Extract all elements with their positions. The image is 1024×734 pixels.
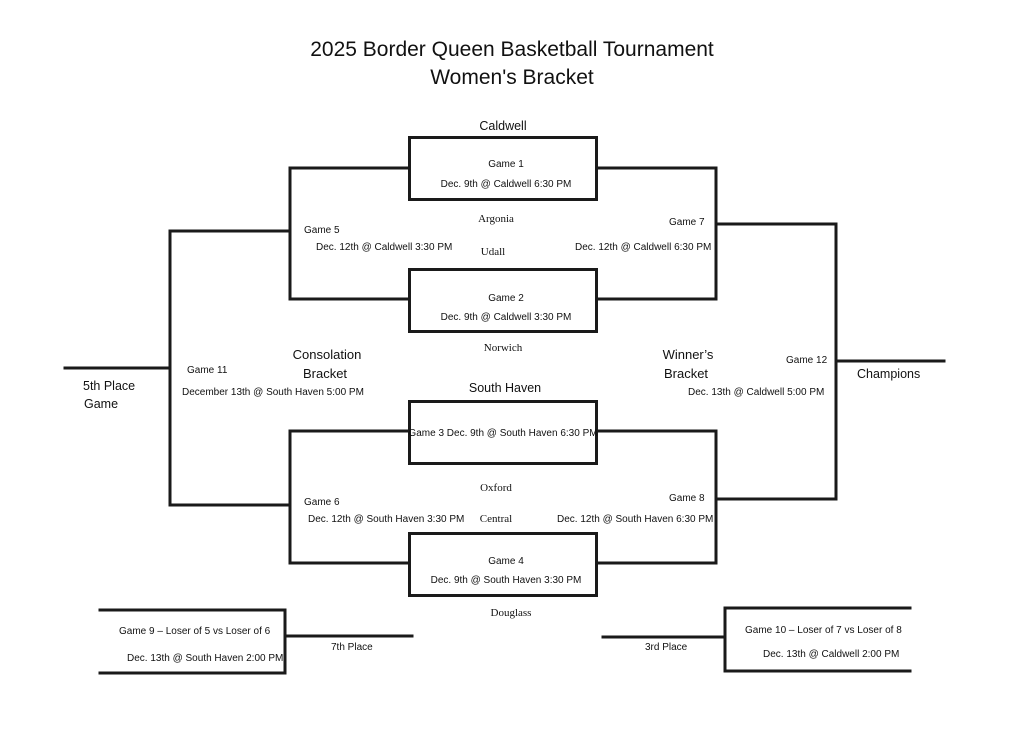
- game2-detail: Dec. 9th @ Caldwell 3:30 PM: [440, 312, 572, 323]
- game4-box: Game 4 Dec. 9th @ South Haven 3:30 PM: [408, 532, 598, 597]
- winners-label-line2: Bracket: [663, 366, 709, 381]
- game1-detail: Dec. 9th @ Caldwell 6:30 PM: [440, 179, 572, 190]
- game12-detail: Dec. 13th @ Caldwell 5:00 PM: [688, 387, 825, 398]
- game7-label: Game 7: [669, 217, 705, 228]
- team-caldwell: Caldwell: [479, 119, 527, 133]
- game10-label: Game 10 – Loser of 7 vs Loser of 8: [745, 625, 902, 636]
- game2-label: Game 2: [488, 293, 524, 304]
- team-south-haven: South Haven: [468, 381, 542, 395]
- game11-detail: December 13th @ South Haven 5:00 PM: [182, 387, 364, 398]
- game3-box: Game 3 Dec. 9th @ South Haven 6:30 PM: [408, 400, 598, 465]
- team-oxford: Oxford: [480, 482, 512, 494]
- game4-detail: Dec. 9th @ South Haven 3:30 PM: [430, 575, 582, 586]
- game5-label: Game 5: [304, 225, 340, 236]
- connector-game1-left: [288, 166, 411, 301]
- consolation-label-line2: Bracket: [302, 366, 348, 381]
- third-place-label: 3rd Place: [645, 642, 688, 653]
- game8-label: Game 8: [669, 493, 705, 504]
- seventh-place-label: 7th Place: [331, 642, 373, 653]
- team-norwich: Norwich: [483, 342, 523, 354]
- team-central: Central: [479, 513, 513, 525]
- champions-label: Champions: [857, 367, 921, 381]
- game2-box: Game 2 Dec. 9th @ Caldwell 3:30 PM: [408, 268, 598, 333]
- team-douglass: Douglass: [490, 607, 532, 619]
- game5-detail: Dec. 12th @ Caldwell 3:30 PM: [316, 242, 453, 253]
- connector-game10: [723, 606, 912, 673]
- game9-label: Game 9 – Loser of 5 vs Loser of 6: [119, 626, 271, 637]
- game9-detail: Dec. 13th @ South Haven 2:00 PM: [127, 653, 284, 664]
- game4-label: Game 4: [488, 556, 524, 567]
- connector-game3-left: [288, 429, 411, 565]
- game8-detail: Dec. 12th @ South Haven 6:30 PM: [557, 514, 714, 525]
- game1-box: Game 1 Dec. 9th @ Caldwell 6:30 PM: [408, 136, 598, 201]
- game7-detail: Dec. 12th @ Caldwell 6:30 PM: [575, 242, 712, 253]
- team-udall: Udall: [480, 246, 506, 258]
- page-subtitle: Women's Bracket: [430, 66, 594, 89]
- team-argonia: Argonia: [478, 213, 514, 225]
- connector-game3-right: [595, 429, 718, 565]
- connector-game1-right: [595, 166, 718, 301]
- connector-game9: [98, 608, 287, 675]
- fifth-place-line1: 5th Place: [83, 379, 136, 393]
- game10-detail: Dec. 13th @ Caldwell 2:00 PM: [763, 649, 900, 660]
- game6-label: Game 6: [304, 497, 340, 508]
- game6-detail: Dec. 12th @ South Haven 3:30 PM: [308, 514, 465, 525]
- fifth-place-line2: Game: [84, 397, 119, 411]
- page-title: 2025 Border Queen Basketball Tournament: [310, 38, 714, 61]
- game12-label: Game 12: [786, 355, 828, 366]
- consolation-label-line1: Consolation: [292, 347, 362, 362]
- game11-label: Game 11: [187, 365, 228, 376]
- game1-label: Game 1: [488, 159, 524, 170]
- game3-text: Game 3 Dec. 9th @ South Haven 6:30 PM: [408, 428, 598, 439]
- winners-label-line1: Winner’s: [662, 347, 714, 362]
